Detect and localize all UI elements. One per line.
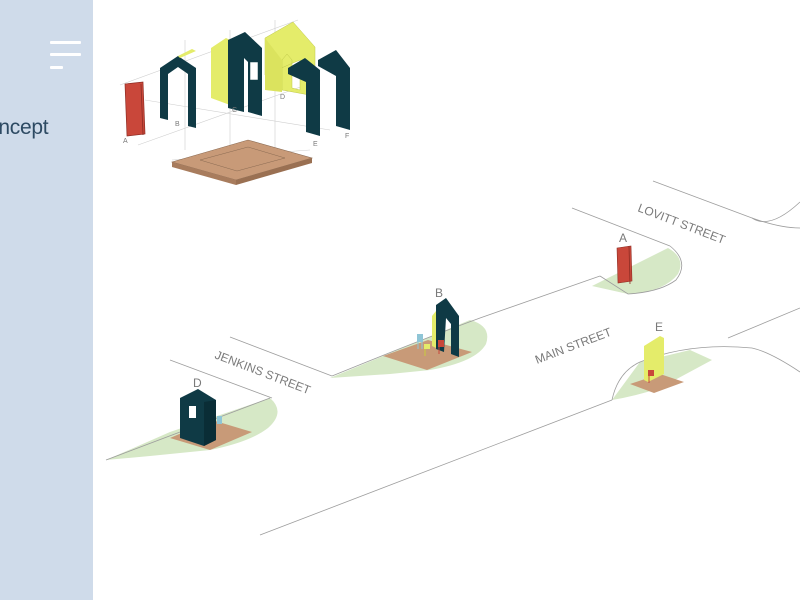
label-a: A xyxy=(123,138,128,145)
site-d-label: D xyxy=(193,376,202,390)
panel-e-arch xyxy=(288,58,320,136)
street-label-lovitt: LOVITT STREET xyxy=(636,201,728,247)
panel-c-arch xyxy=(211,32,262,116)
panel-f-arch xyxy=(318,50,350,130)
label-c: C xyxy=(232,107,237,114)
site-b-label: B xyxy=(435,286,443,300)
site-plan-diagram: A B C D E F xyxy=(93,0,800,600)
section-title[interactable]: oncept xyxy=(0,116,49,139)
label-b: B xyxy=(175,121,180,128)
label-d: D xyxy=(280,94,285,101)
panel-a-door xyxy=(124,81,146,137)
site-a-label: A xyxy=(619,231,627,245)
street-label-main: MAIN STREET xyxy=(533,325,614,367)
label-f: F xyxy=(345,133,349,140)
site-e-installation xyxy=(630,336,684,393)
sidebar: oncept xyxy=(0,0,93,600)
label-e: E xyxy=(313,141,318,148)
site-a-door xyxy=(616,245,633,285)
street-label-jenkins: JENKINS STREET xyxy=(213,348,313,398)
street-map: LOVITT STREET MAIN STREET JENKINS STREET… xyxy=(105,180,800,536)
base-platform xyxy=(170,139,314,185)
panel-b-arch xyxy=(160,49,196,128)
site-b-installation xyxy=(383,298,472,370)
site-e-label: E xyxy=(655,320,663,334)
site-d-installation xyxy=(170,389,252,450)
menu-icon[interactable] xyxy=(50,39,82,71)
exploded-view: A B C D E F xyxy=(119,19,350,185)
